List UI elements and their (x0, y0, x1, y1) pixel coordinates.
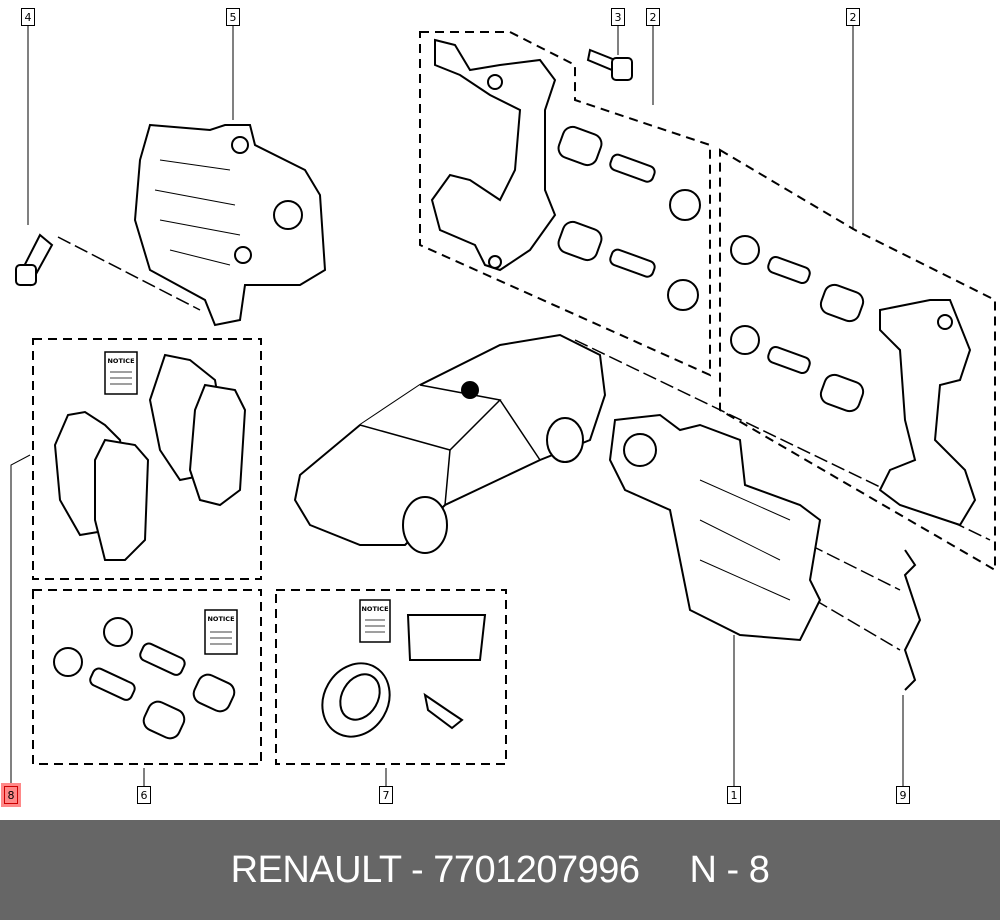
callout-9[interactable]: 9 (896, 786, 910, 804)
booklet-title: NOTICE (207, 615, 234, 623)
callout-1[interactable]: 1 (727, 786, 741, 804)
brake-pads-kit: NOTICE (53, 351, 247, 561)
parts-diagram: NOTICE NOTICE NOTICE (10, 26, 996, 786)
diagram-position: N - 8 (689, 848, 770, 891)
kit-boxes (32, 31, 996, 765)
callout-2-left[interactable]: 2 (646, 8, 660, 26)
carrier-part-left (430, 38, 557, 272)
callout-3[interactable]: 3 (611, 8, 625, 26)
notice-booklet: NOTICE (104, 351, 138, 395)
piston-seal-kit: NOTICE (321, 599, 487, 738)
bolt-part-3 (586, 48, 633, 81)
callout-2-right[interactable]: 2 (846, 8, 860, 26)
notice-booklet: NOTICE (204, 609, 238, 655)
guide-pin-kit: NOTICE (53, 609, 238, 740)
callout-8-highlighted[interactable]: 8 (1, 783, 21, 807)
part-reference-bar: RENAULT - 7701207996 N - 8 (0, 820, 1000, 920)
guide-pins-left (557, 125, 701, 311)
guide-pins-right (730, 235, 865, 413)
part-reference: RENAULT - 7701207996 (230, 848, 640, 891)
booklet-title: NOTICE (361, 605, 388, 613)
wear-sensor-part-9 (903, 549, 922, 691)
bolt-part-4 (15, 233, 54, 287)
vehicle-illustration (293, 333, 607, 554)
notice-booklet: NOTICE (359, 599, 391, 643)
callout-7[interactable]: 7 (379, 786, 393, 804)
seal-kit-box (275, 589, 507, 765)
pad-kit-box (32, 338, 262, 580)
guide-kit-box (32, 589, 262, 765)
carrier-part-right (878, 299, 977, 527)
caliper-part-5 (133, 123, 327, 327)
callout-6[interactable]: 6 (137, 786, 151, 804)
callout-4[interactable]: 4 (21, 8, 35, 26)
callout-5[interactable]: 5 (226, 8, 240, 26)
leader-lines (10, 26, 904, 786)
booklet-title: NOTICE (107, 357, 134, 365)
caliper-part-1 (608, 413, 822, 642)
